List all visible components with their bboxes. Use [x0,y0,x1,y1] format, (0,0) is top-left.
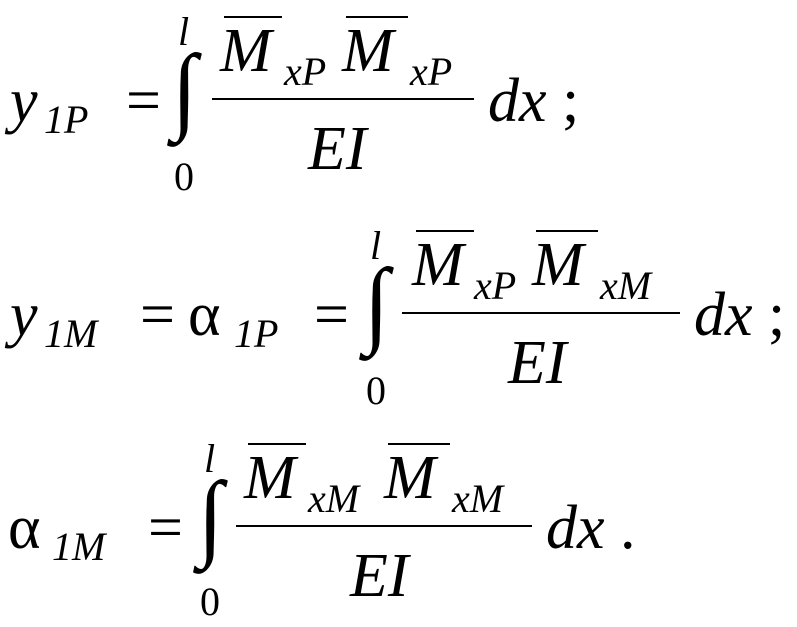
integral-upper-limit: l [204,436,216,481]
lhs-subscript: 1P [44,97,89,142]
overline-bar [536,230,598,232]
lhs-symbol: α [8,494,41,562]
overline-bar [416,230,474,232]
integral-lower-limit: 0 [200,579,220,624]
denominator: EI [308,115,367,183]
equation-2: y 1M = α 1P = ∫ l 0 M xP M xM EI dx ; [0,214,797,419]
differential: dx [694,281,753,349]
terminator: ; [768,281,786,349]
overline-bar [346,16,408,18]
integral-sign: ∫ [198,461,224,569]
middle-subscript: 1P [234,311,279,356]
equation-3: α 1M = ∫ l 0 M xM M xM EI dx . [0,427,797,627]
equals-sign: = [126,67,161,135]
lhs-symbol: y [10,67,38,135]
equation-1: y 1P = ∫ l 0 M xP M xP EI dx ; [0,0,797,205]
numerator-subscript: xP [474,263,517,308]
numerator-subscript: xM [600,263,652,308]
integral-upper-limit: l [370,223,382,268]
denominator: EI [508,329,567,397]
numerator-symbol: M [244,444,296,512]
equals-sign: = [314,281,349,349]
overline-bar [388,443,450,445]
fraction-line [236,525,532,527]
numerator-subscript: xP [410,49,453,94]
fraction-line [212,98,474,100]
lhs-subscript: 1M [44,311,98,356]
integral-sign: ∫ [172,34,198,142]
numerator-symbol: M [220,17,272,85]
integral-lower-limit: 0 [366,368,386,413]
numerator-subscript: xP [284,49,327,94]
numerator-symbol: M [412,231,464,299]
equals-sign: = [140,281,175,349]
terminator: . [620,494,636,562]
lhs-symbol: y [10,281,38,349]
lhs-subscript: 1M [52,524,106,569]
numerator-symbol: M [342,17,394,85]
differential: dx [546,494,605,562]
equals-sign: = [148,494,183,562]
denominator: EI [350,542,409,610]
overline-bar [248,443,306,445]
numerator-symbol: M [532,231,584,299]
overline-bar [224,16,282,18]
numerator-subscript: xM [452,476,504,521]
terminator: ; [562,67,580,135]
integral-sign: ∫ [364,248,390,356]
middle-symbol: α [188,281,221,349]
numerator-subscript: xM [308,476,360,521]
differential: dx [488,67,547,135]
numerator-symbol: M [384,444,436,512]
integral-lower-limit: 0 [174,154,194,199]
integral-upper-limit: l [178,9,190,54]
fraction-line [402,312,680,314]
